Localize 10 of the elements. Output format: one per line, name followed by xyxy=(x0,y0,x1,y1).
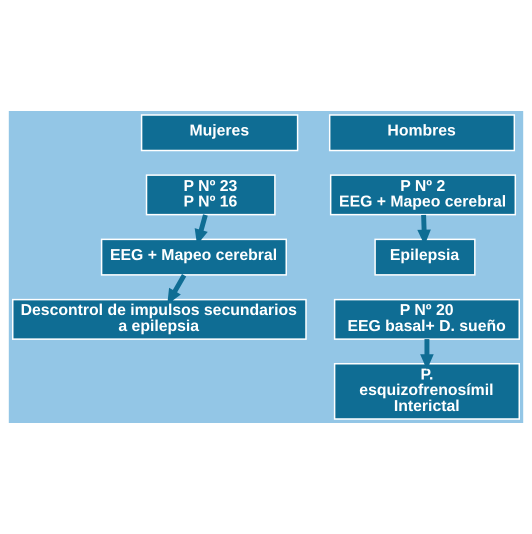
node-box: P Nº 20 EEG basal+ D. sueño xyxy=(334,298,520,340)
node-box: Descontrol de impulsos secundarios a epilepsia xyxy=(12,298,307,340)
node-box: Epilepsia xyxy=(374,238,476,276)
arrow xyxy=(420,339,434,370)
node-box: EEG + Mapeo cerebral xyxy=(100,238,287,276)
node-box: Hombres xyxy=(328,114,516,152)
node-box: P Nº 23 P Nº 16 xyxy=(146,174,276,216)
node-box: Mujeres xyxy=(140,114,298,152)
node-box: P. esquizofrenosímil Interictal xyxy=(334,363,520,420)
node-box: P Nº 2 EEG + Mapeo cerebral xyxy=(330,174,516,216)
